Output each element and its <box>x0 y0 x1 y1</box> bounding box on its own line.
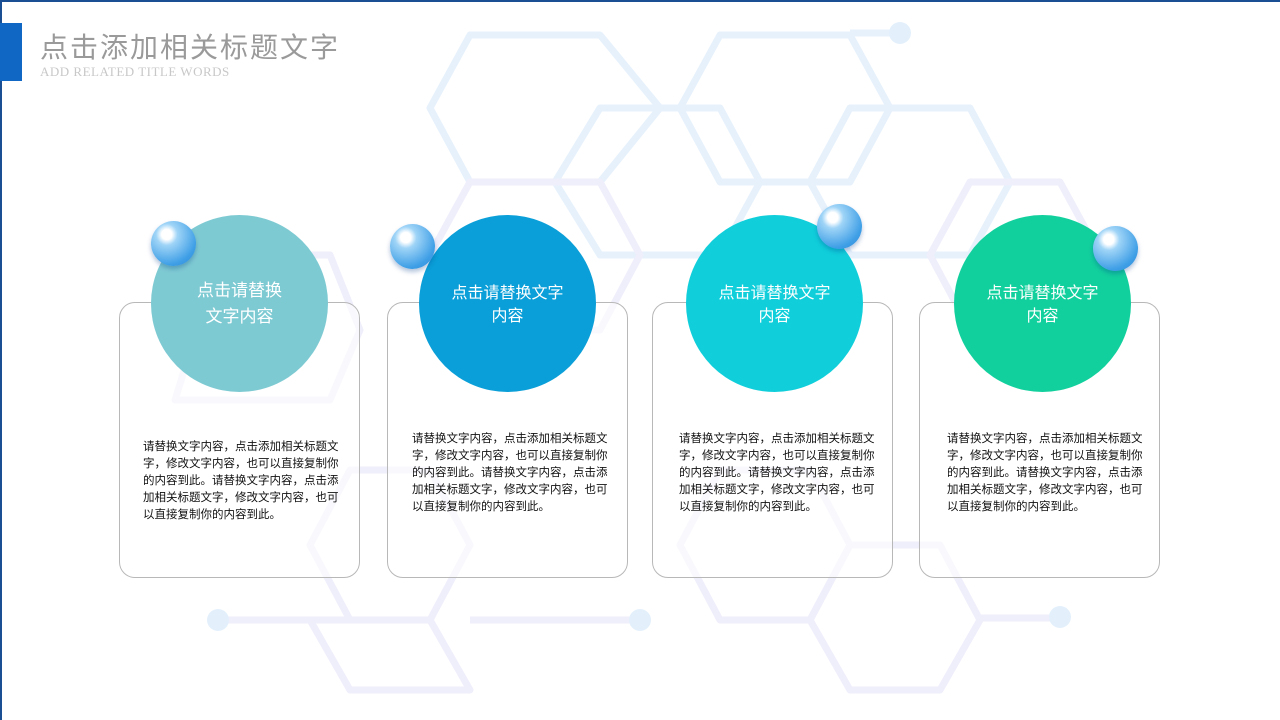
card-2-heading-circle: 点击请替换文字内容 <box>419 215 596 392</box>
card-2 <box>387 302 628 578</box>
bubble-icon <box>390 224 435 269</box>
card-4-heading: 点击请替换文字内容 <box>986 282 1099 325</box>
card-3-body: 请替换文字内容，点击添加相关标题文字，修改文字内容，也可以直接复制你的内容到此。… <box>679 431 875 513</box>
title-accent-bar <box>0 23 22 81</box>
bubble-icon <box>151 221 196 266</box>
page-title: 点击添加相关标题文字 <box>40 31 341 64</box>
card-2-heading: 点击请替换文字内容 <box>451 282 564 325</box>
card-1-body: 请替换文字内容，点击添加相关标题文字，修改文字内容，也可以直接复制你的内容到此。… <box>143 439 339 521</box>
bubble-icon <box>1093 226 1138 271</box>
card-3-heading: 点击请替换文字内容 <box>718 282 831 325</box>
card-1-heading: 点击请替换文字内容 <box>197 280 282 327</box>
page-subtitle: ADD RELATED TITLE WORDS <box>40 64 230 79</box>
bubble-icon <box>817 204 862 249</box>
card-2-body: 请替换文字内容，点击添加相关标题文字，修改文字内容，也可以直接复制你的内容到此。… <box>412 431 608 513</box>
card-4-body: 请替换文字内容，点击添加相关标题文字，修改文字内容，也可以直接复制你的内容到此。… <box>947 431 1143 513</box>
